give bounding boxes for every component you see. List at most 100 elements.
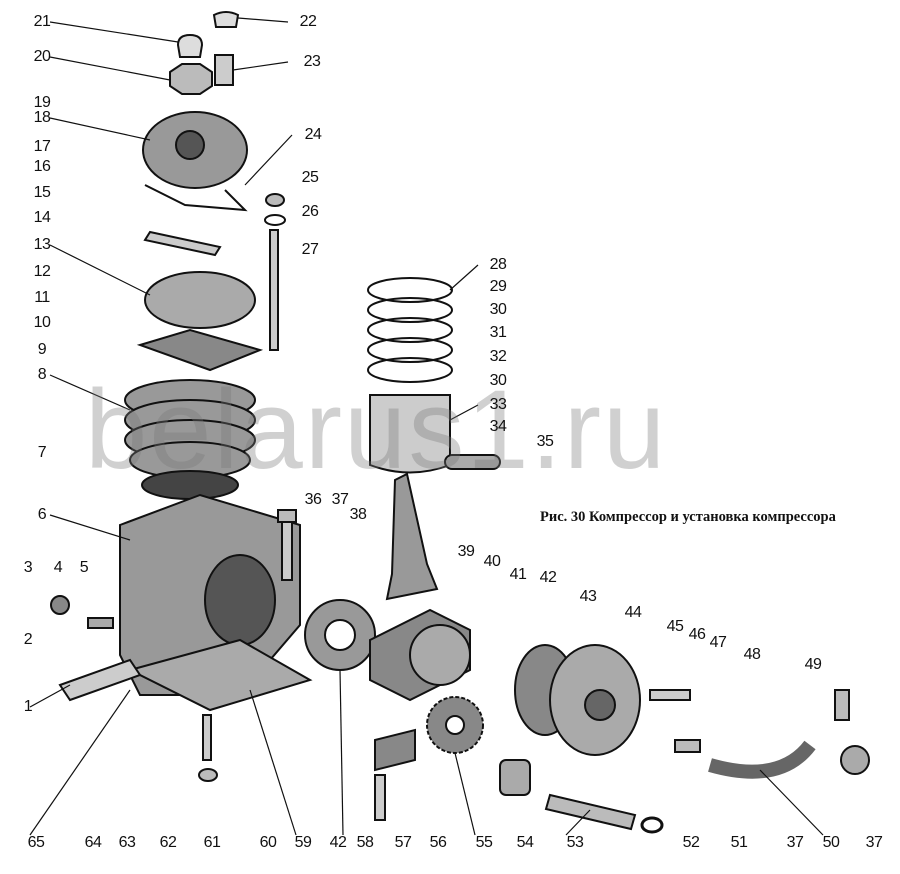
callout-label: 2 [23, 631, 33, 648]
callout-label: 50 [822, 834, 840, 851]
callout-label: 38 [349, 506, 367, 523]
connecting-rod-38 [385, 472, 439, 601]
callout-label: 9 [37, 341, 47, 358]
callout-label: 63 [118, 834, 136, 851]
callout-label: 21 [33, 13, 51, 30]
watermark: belarus1.ru [85, 367, 668, 492]
callout-label: 28 [489, 256, 507, 273]
callout-label: 6 [37, 506, 47, 523]
banjo-fitting [840, 745, 870, 775]
callout-label: 55 [475, 834, 493, 851]
fitting-48 [674, 739, 701, 753]
callout-label: 15 [33, 184, 51, 201]
callout-label: 30 [489, 301, 507, 318]
bolt-49 [834, 689, 850, 721]
callout-label: 56 [429, 834, 447, 851]
drain-valve-1 [58, 658, 142, 702]
stud-62 [202, 714, 212, 761]
callout-label: 49 [804, 656, 822, 673]
callout-label: 51 [730, 834, 748, 851]
callout-label: 24 [304, 126, 322, 143]
callout-label: 16 [33, 158, 51, 175]
cylinder-8 [124, 379, 256, 500]
o-ring-52 [640, 816, 664, 834]
callout-label: 25 [301, 169, 319, 186]
callout-label: 37 [865, 834, 883, 851]
callout-label: 32 [489, 348, 507, 365]
nut-20 [169, 63, 213, 95]
callout-label: 17 [33, 138, 51, 155]
callout-label: 39 [457, 543, 475, 560]
callout-label: 61 [203, 834, 221, 851]
callout-label: 43 [579, 588, 597, 605]
callout-label: 58 [356, 834, 374, 851]
base-59 [127, 638, 313, 712]
callout-label: 14 [33, 209, 51, 226]
callout-label: 35 [536, 433, 554, 450]
plug-22 [212, 11, 240, 28]
callout-label: 33 [489, 396, 507, 413]
callout-label: 29 [489, 278, 507, 295]
callout-label: 7 [37, 444, 47, 461]
callout-label: 31 [489, 324, 507, 341]
callout-label: 19 [33, 94, 51, 111]
plate-14 [143, 230, 222, 257]
callout-label: 18 [33, 109, 51, 126]
callout-label: 47 [709, 634, 727, 651]
spring-5 [87, 617, 114, 629]
callout-label: 34 [489, 418, 507, 435]
valve-plate-13 [144, 271, 256, 329]
callout-label: 20 [33, 48, 51, 65]
callout-label: 42 [329, 834, 347, 851]
callout-label: 42 [539, 569, 557, 586]
callout-label: 59 [294, 834, 312, 851]
piston-rings [367, 277, 453, 383]
callout-label: 13 [33, 236, 51, 253]
figure-caption: Рис. 30 Компрессор и установка компрессо… [540, 509, 836, 525]
callout-label: 23 [303, 53, 321, 70]
pipe-50 [708, 740, 816, 779]
callout-label: 27 [301, 241, 319, 258]
callout-label: 10 [33, 314, 51, 331]
callout-label: 41 [509, 566, 527, 583]
bolt-58 [374, 774, 386, 821]
callout-label: 22 [299, 13, 317, 30]
callout-label: 48 [743, 646, 761, 663]
callout-label: 5 [79, 559, 89, 576]
callout-label: 62 [159, 834, 177, 851]
shaft-53 [544, 793, 637, 831]
callout-label: 46 [688, 626, 706, 643]
callout-label: 37 [786, 834, 804, 851]
gasket-24 [144, 184, 248, 212]
gasket-9 [136, 328, 264, 372]
callout-label: 65 [27, 834, 45, 851]
callout-label: 64 [84, 834, 102, 851]
bolt-36 [281, 519, 293, 581]
callout-label: 12 [33, 263, 51, 280]
callout-label: 54 [516, 834, 534, 851]
nut-3 [50, 595, 70, 615]
bolt-45 [649, 689, 691, 701]
callout-label: 40 [483, 553, 501, 570]
stud-27 [269, 229, 279, 351]
callout-label: 36 [304, 491, 322, 508]
callout-label: 8 [37, 366, 47, 383]
bushing-54 [499, 759, 531, 796]
nut-61 [198, 768, 218, 782]
callout-label: 30 [489, 372, 507, 389]
fitting-23 [214, 54, 234, 86]
callout-label: 37 [331, 491, 349, 508]
callout-label: 26 [301, 203, 319, 220]
nut-25 [265, 193, 285, 207]
plug-21 [176, 33, 204, 58]
callout-label: 11 [34, 289, 50, 306]
washer-26 [264, 214, 286, 226]
callout-label: 53 [566, 834, 584, 851]
piston-pin-34 [444, 454, 501, 470]
callout-label: 60 [259, 834, 277, 851]
callout-label: 4 [53, 559, 63, 576]
callout-label: 45 [666, 618, 684, 635]
callout-label: 1 [23, 698, 33, 715]
